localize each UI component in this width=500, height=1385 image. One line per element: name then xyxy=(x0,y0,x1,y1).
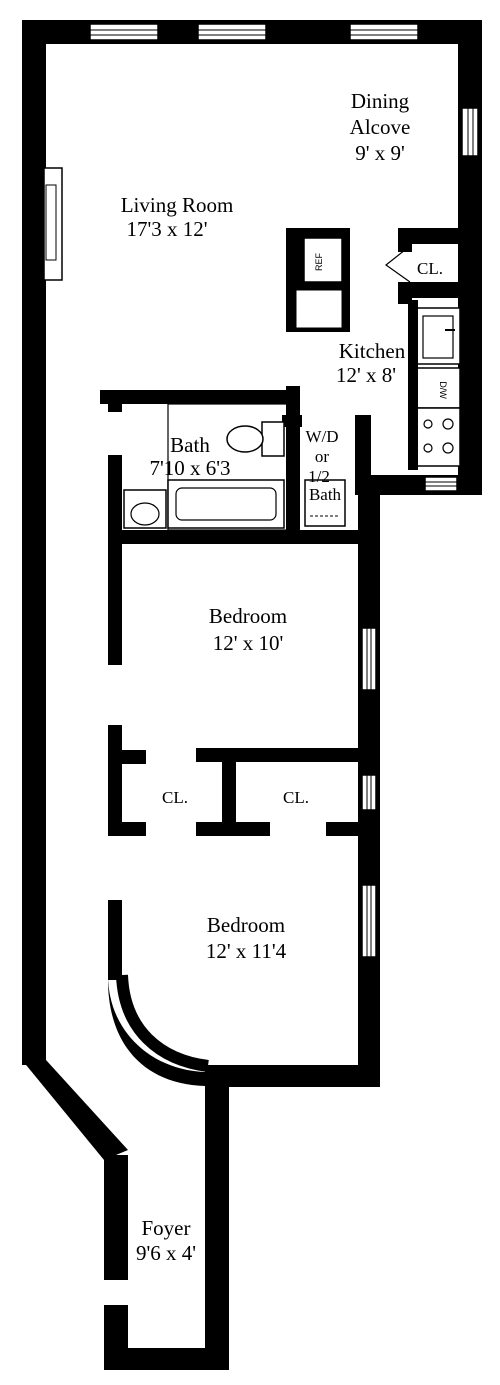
dw-label: D/W xyxy=(438,381,448,399)
bath-fixtures xyxy=(123,403,346,531)
foyer-label: Foyer xyxy=(142,1216,191,1240)
foyer-dims: 9'6 x 4' xyxy=(136,1241,196,1265)
living-room-dims: 17'3 x 12' xyxy=(126,217,207,241)
wd-label-line1: W/D xyxy=(305,427,338,446)
fireplace xyxy=(43,167,63,281)
refrigerator: REF xyxy=(286,228,350,332)
bedroom1-label: Bedroom xyxy=(209,604,287,628)
kitchen-label: Kitchen xyxy=(339,339,406,363)
dining-dims: 9' x 9' xyxy=(355,141,405,165)
bath-dims: 7'10 x 6'3 xyxy=(149,456,230,480)
living-room-label: Living Room xyxy=(121,193,234,217)
wd-label-line3: 1/2 xyxy=(308,467,330,486)
bedroom1-dims: 12' x 10' xyxy=(213,631,284,655)
bath-label: Bath xyxy=(170,433,210,457)
kitchen-closet-label: CL. xyxy=(417,259,443,278)
top-windows xyxy=(89,23,419,41)
ref-label: REF xyxy=(314,252,324,271)
outer-walls xyxy=(22,20,482,1370)
bath-walls xyxy=(100,386,371,665)
kitchen-closet xyxy=(384,228,482,304)
closet-right-label: CL. xyxy=(283,788,309,807)
wd-label-line4: Bath xyxy=(309,485,342,504)
dining-label-line2: Alcove xyxy=(350,115,411,139)
bedroom-walls xyxy=(108,725,380,1086)
bedroom2-dims: 12' x 11'4 xyxy=(206,939,287,963)
bedroom2-label: Bedroom xyxy=(207,913,285,937)
dining-label-line1: Dining xyxy=(351,89,410,113)
wd-label-line2: or xyxy=(315,447,330,466)
right-windows xyxy=(361,107,479,958)
closet-left-label: CL. xyxy=(162,788,188,807)
kitchen-appliances: D/W xyxy=(408,300,461,470)
kitchen-dims: 12' x 8' xyxy=(336,363,396,387)
